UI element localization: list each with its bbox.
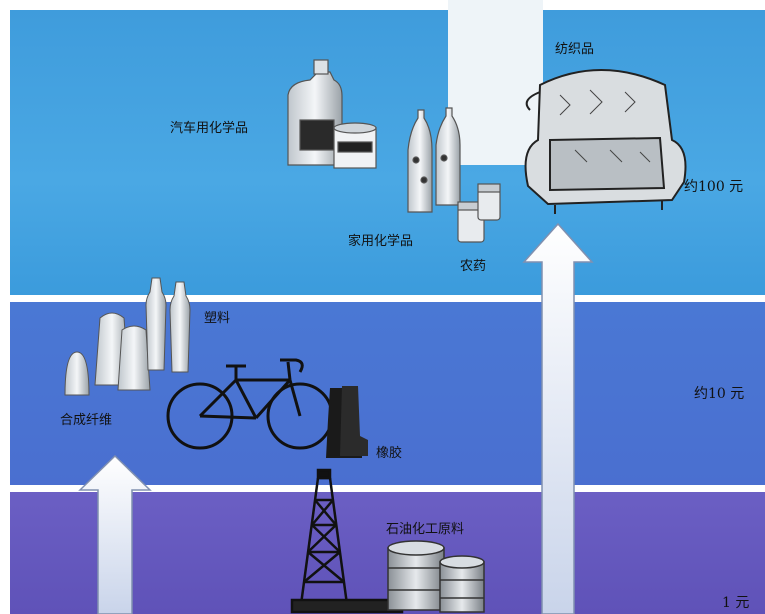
label-plastics: 塑料 — [204, 311, 231, 326]
left-up-arrow — [78, 454, 152, 614]
value-top-tier: 约100 元 — [684, 179, 744, 195]
plastic-bottles-icon — [145, 277, 191, 373]
label-synthetic-fibers: 合成纤维 — [60, 413, 113, 428]
value-bottom-tier: 1 元 — [722, 595, 750, 611]
household-chemicals-icon — [407, 107, 461, 213]
rubber-boots-icon — [326, 386, 368, 458]
label-household-chemicals: 家用化学品 — [348, 234, 414, 249]
right-up-arrow — [522, 222, 594, 614]
auto-chemicals-icon — [287, 59, 377, 169]
label-textiles: 纺织品 — [555, 42, 595, 57]
label-auto-chemicals: 汽车用化学品 — [170, 121, 249, 136]
pesticide-jars-icon — [457, 183, 501, 243]
fiber-spools-icon — [64, 312, 151, 396]
background-gap — [448, 0, 543, 165]
label-pesticides: 农药 — [460, 259, 487, 274]
label-rubber: 橡胶 — [376, 446, 403, 461]
oil-drums-icon — [387, 540, 485, 613]
oil-derrick-icon — [290, 468, 404, 614]
label-petrochemical-feedstock: 石油化工原料 — [386, 522, 465, 537]
bicycle-icon — [166, 358, 334, 450]
value-middle-tier: 约10 元 — [694, 386, 745, 402]
armchair-icon — [524, 69, 687, 214]
